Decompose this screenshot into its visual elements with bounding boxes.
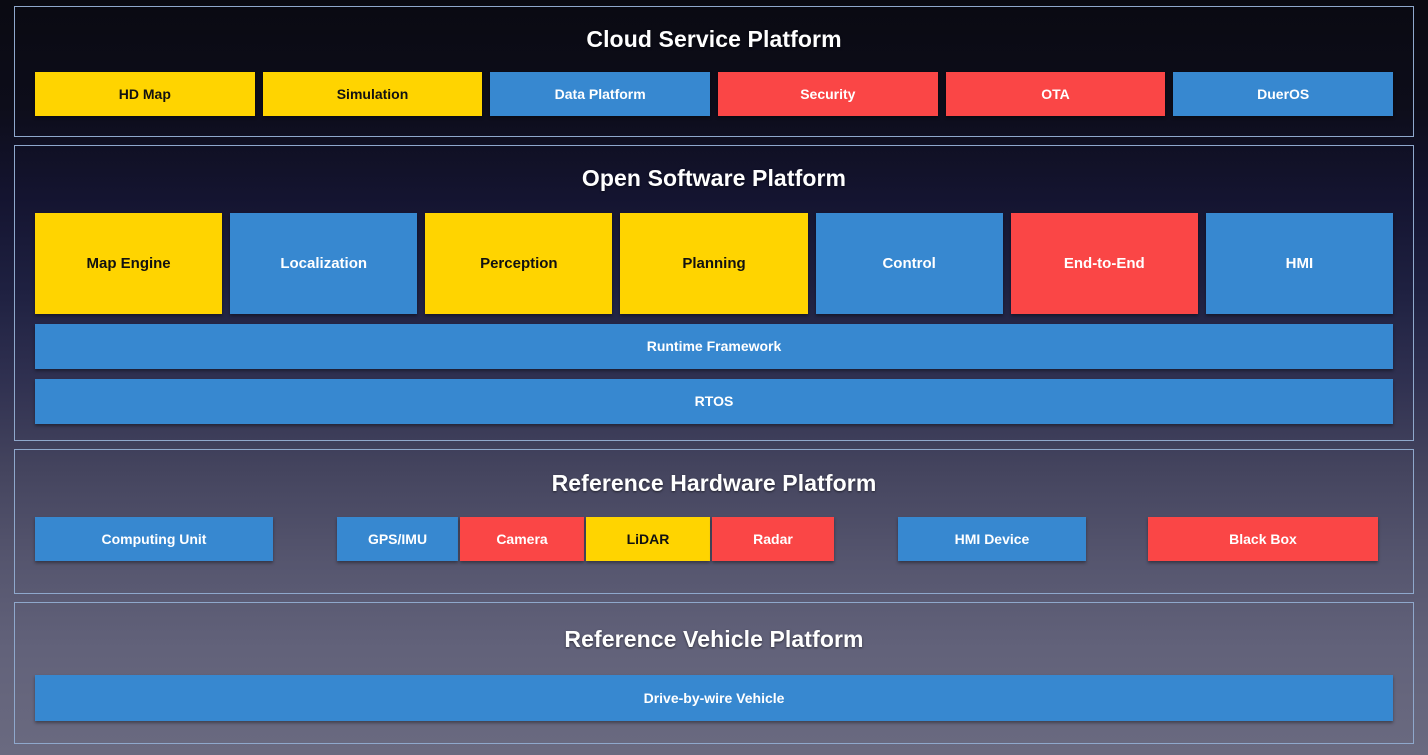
module-dueros[interactable]: DuerOS — [1173, 72, 1394, 116]
module-hmi[interactable]: HMI — [1205, 213, 1393, 314]
hardware-computing-unit[interactable]: Computing Unit — [35, 517, 273, 561]
hardware-black-box[interactable]: Black Box — [1148, 517, 1378, 561]
cloud-service-module-row: HD Map Simulation Data Platform Security… — [35, 72, 1394, 116]
module-planning[interactable]: Planning — [620, 213, 808, 314]
module-rtos[interactable]: RTOS — [35, 379, 1393, 424]
hardware-radar[interactable]: Radar — [712, 517, 834, 561]
hardware-gps-imu[interactable]: GPS/IMU — [337, 517, 458, 561]
module-data-platform[interactable]: Data Platform — [490, 72, 711, 116]
layer-panel-open-software-platform: Open Software Platform Map Engine Locali… — [14, 145, 1414, 441]
software-module-row: Map Engine Localization Perception Plann… — [35, 213, 1393, 314]
module-map-engine[interactable]: Map Engine — [35, 213, 223, 314]
module-ota[interactable]: OTA — [945, 72, 1166, 116]
module-control[interactable]: Control — [815, 213, 1003, 314]
layer-panel-reference-hardware-platform: Reference Hardware Platform Computing Un… — [14, 449, 1414, 594]
module-end-to-end[interactable]: End-to-End — [1010, 213, 1198, 314]
hardware-camera[interactable]: Camera — [460, 517, 584, 561]
architecture-diagram: Cloud Service Platform HD Map Simulation… — [14, 6, 1414, 750]
module-security[interactable]: Security — [718, 72, 938, 116]
module-localization[interactable]: Localization — [230, 213, 418, 314]
hardware-hmi-device[interactable]: HMI Device — [898, 517, 1086, 561]
module-drive-by-wire-vehicle[interactable]: Drive-by-wire Vehicle — [35, 675, 1393, 721]
panel-title-reference-hardware-platform: Reference Hardware Platform — [551, 470, 877, 496]
module-perception[interactable]: Perception — [425, 213, 613, 314]
hardware-lidar[interactable]: LiDAR — [586, 517, 710, 561]
panel-title-open-software-platform: Open Software Platform — [581, 165, 847, 191]
layer-panel-cloud-service-platform: Cloud Service Platform HD Map Simulation… — [14, 6, 1414, 137]
hardware-module-row: Computing Unit GPS/IMU Camera LiDAR Rada… — [35, 517, 1393, 561]
layer-panel-reference-vehicle-platform: Reference Vehicle Platform Drive-by-wire… — [14, 602, 1414, 744]
panel-title-reference-vehicle-platform: Reference Vehicle Platform — [564, 626, 864, 652]
panel-title-cloud-service-platform: Cloud Service Platform — [586, 26, 842, 52]
module-hd-map[interactable]: HD Map — [35, 72, 255, 116]
module-runtime-framework[interactable]: Runtime Framework — [35, 324, 1393, 369]
module-simulation[interactable]: Simulation — [262, 72, 483, 116]
